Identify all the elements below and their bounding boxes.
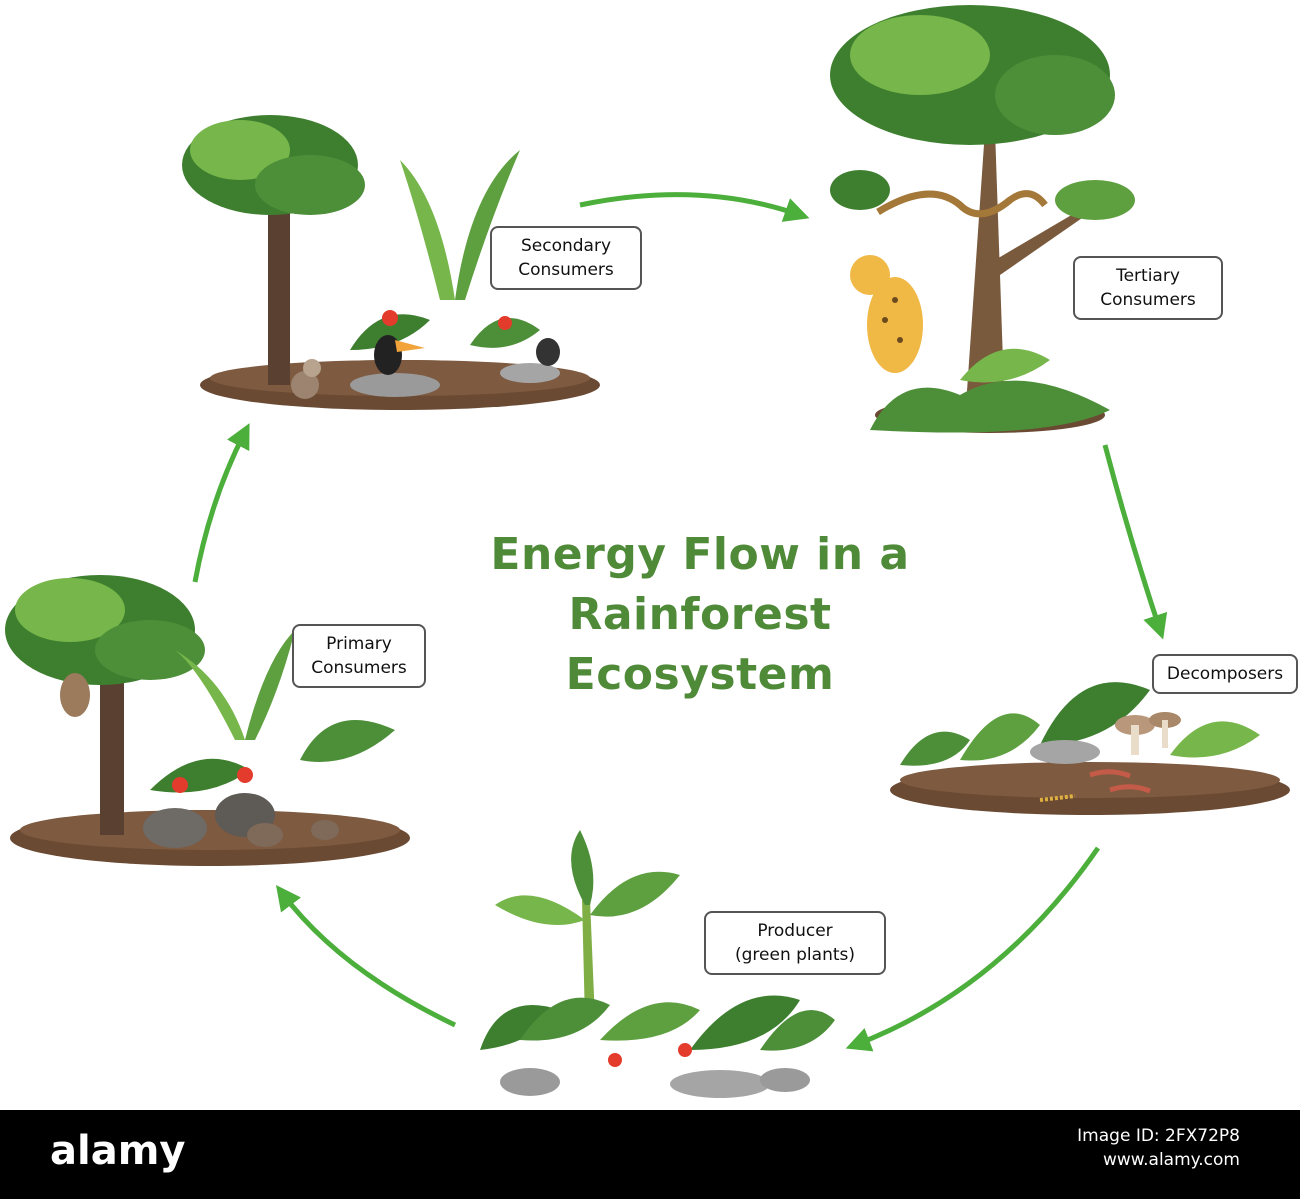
arrow-primary-to-secondary	[192, 423, 250, 583]
arrow-decomposers-to-producer	[845, 846, 1101, 1052]
arrow-secondary-to-tertiary	[579, 192, 810, 222]
label-primary-consumers: Primary Consumers	[292, 624, 426, 688]
label-primary-line-1: Primary	[326, 634, 392, 654]
stock-image-info: Image ID: 2FX72P8 www.alamy.com	[1077, 1124, 1240, 1172]
toucan-icon	[374, 335, 425, 375]
label-secondary-line-2: Consumers	[518, 260, 614, 280]
label-secondary-consumers: Secondary Consumers	[490, 226, 642, 290]
lemur-icon	[291, 359, 321, 399]
label-producer-line-1: Producer	[757, 921, 833, 941]
tertiary-consumers-scene	[830, 5, 1135, 433]
flow-arrows	[192, 192, 1168, 1052]
decomposers-scene	[890, 682, 1290, 815]
secondary-consumers-scene	[182, 115, 600, 410]
label-tertiary-consumers: Tertiary Consumers	[1073, 256, 1223, 320]
sloth-icon	[60, 673, 90, 717]
producer-scene	[480, 830, 835, 1098]
label-producer: Producer (green plants)	[704, 911, 886, 975]
label-decomposers-line-1: Decomposers	[1166, 664, 1284, 684]
title-line-2: Rainforest Ecosystem	[565, 589, 835, 700]
arrow-producer-to-primary	[275, 885, 457, 1028]
label-decomposers: Decomposers	[1152, 654, 1298, 694]
worm-icon	[1039, 769, 1151, 802]
tapir-icon	[143, 793, 339, 848]
stock-logo: alamy	[50, 1128, 186, 1174]
label-tertiary-line-2: Consumers	[1100, 290, 1196, 310]
leopard-icon	[850, 255, 923, 373]
diagram-title: Energy Flow in a Rainforest Ecosystem	[430, 525, 970, 705]
label-primary-line-2: Consumers	[311, 658, 407, 678]
stock-watermark-bar	[0, 1110, 1300, 1199]
crow-icon	[536, 338, 560, 366]
mushroom-icon	[1115, 712, 1181, 755]
primary-consumers-scene	[5, 575, 410, 866]
label-producer-line-2: (green plants)	[735, 945, 855, 965]
stock-image-id: Image ID: 2FX72P8	[1077, 1126, 1240, 1146]
label-tertiary-line-1: Tertiary	[1116, 266, 1180, 286]
title-line-1: Energy Flow in a	[490, 529, 910, 580]
ecosystem-diagram	[5, 5, 1290, 1098]
stock-site-url: www.alamy.com	[1102, 1150, 1240, 1170]
label-secondary-line-1: Secondary	[520, 236, 612, 256]
arrow-tertiary-to-decomposers	[1102, 444, 1168, 640]
